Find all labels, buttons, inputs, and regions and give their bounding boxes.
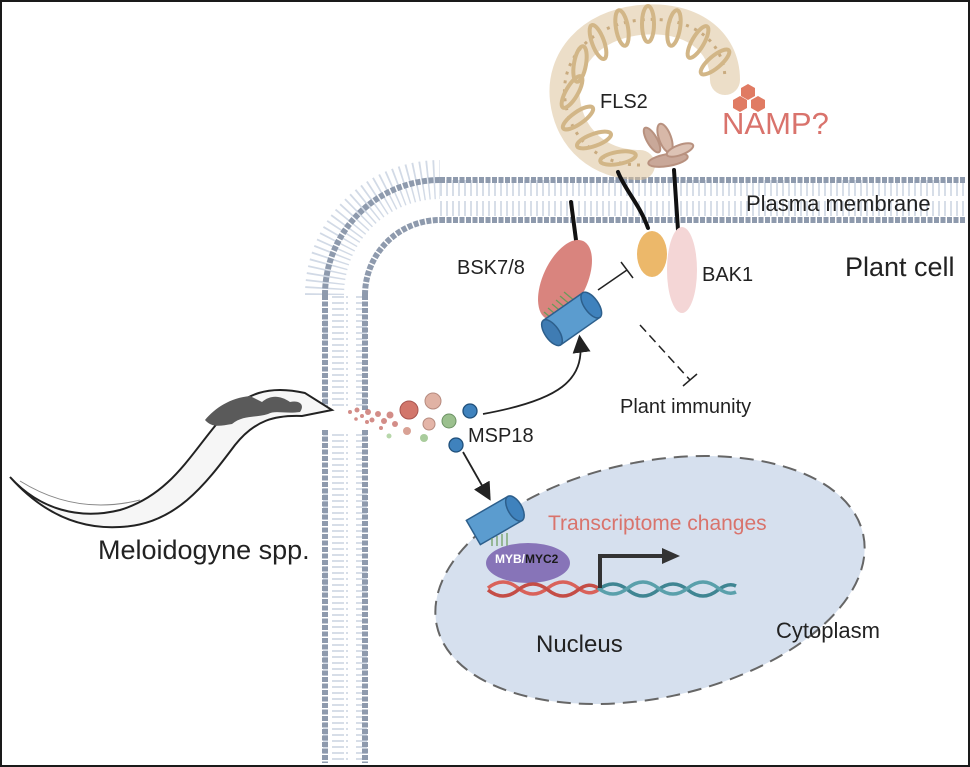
label-msp18: MSP18 — [468, 425, 534, 447]
label-cytoplasm: Cytoplasm — [776, 618, 880, 643]
bak1-kinase-domain — [667, 227, 697, 313]
fls2-receptor-ectodomain — [549, 4, 740, 180]
msp18-to-nucleus-arrow — [462, 451, 491, 501]
myb-myc2-transcription-factor — [486, 543, 570, 583]
label-plant-cell: Plant cell — [845, 252, 955, 282]
label-myb: MYB/ — [495, 552, 525, 566]
transmembrane-helices — [569, 168, 680, 242]
label-myc2: MYC2 — [525, 552, 559, 566]
fls2-kinase-domain — [637, 231, 667, 277]
msp18-effector-cytoplasm — [540, 291, 603, 347]
inhibition-arrow — [597, 261, 634, 291]
label-bak1: BAK1 — [702, 264, 754, 286]
label-nematode: Meloidogyne spp. — [98, 535, 310, 565]
plasma-membrane — [305, 160, 966, 763]
msp18-to-bsk-arrow — [482, 334, 591, 415]
dna-helix — [486, 580, 737, 598]
label-namp: NAMP? — [722, 106, 829, 141]
label-transcriptome-changes: Transcriptome changes — [548, 512, 767, 535]
label-fls2: FLS2 — [600, 91, 648, 113]
bak1-receptor-ectodomain — [642, 122, 695, 168]
msp18-particle — [448, 437, 464, 453]
msp18-effector-nucleus — [465, 495, 525, 546]
label-plasma-membrane: Plasma membrane — [746, 191, 931, 216]
dashed-inhibition-arrow — [639, 324, 698, 387]
namp-ligand-icon — [733, 84, 765, 112]
transcription-start-arrow — [598, 548, 680, 588]
label-plant-immunity: Plant immunity — [620, 396, 752, 418]
secreted-effector-particles — [348, 392, 478, 453]
label-nucleus: Nucleus — [536, 631, 623, 658]
label-bsk: BSK7/8 — [457, 257, 525, 279]
myb-msp18-binding — [491, 533, 508, 546]
nucleus — [434, 454, 866, 706]
label-myb-myc2: MYB/MYC2 — [495, 553, 558, 565]
nematode-illustration — [9, 389, 335, 529]
msp18-particle — [462, 403, 478, 419]
